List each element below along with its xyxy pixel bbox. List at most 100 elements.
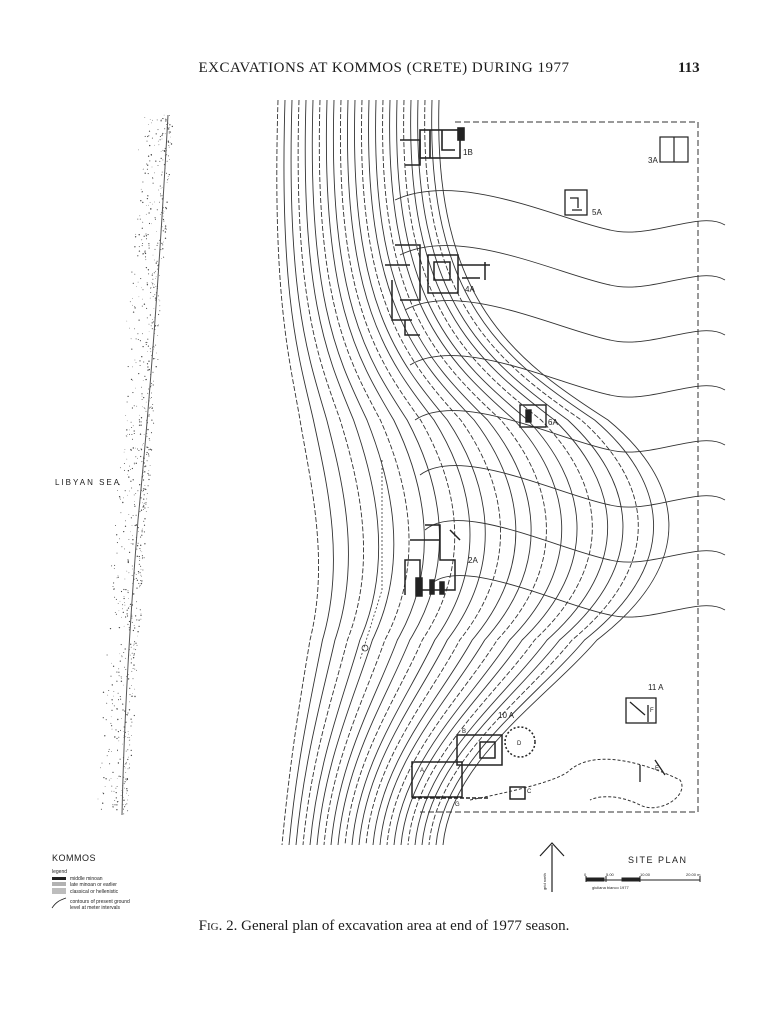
- stipple-dot: [145, 266, 148, 269]
- stipple-dot: [128, 598, 129, 600]
- stipple-dot: [112, 806, 114, 808]
- stipple-dot: [157, 335, 159, 336]
- stipple-dot: [147, 195, 149, 197]
- stipple-dot: [123, 597, 125, 600]
- stipple-dot: [111, 684, 113, 686]
- stipple-dot: [131, 438, 134, 440]
- stipple-dot: [150, 384, 152, 386]
- stipple-dot: [148, 323, 150, 325]
- stipple-dot: [155, 352, 157, 354]
- stipple-dot: [130, 421, 132, 423]
- stipple-dot: [157, 325, 159, 327]
- stipple-dot: [161, 242, 163, 245]
- stipple-dot: [138, 372, 140, 375]
- stipple-dot: [130, 517, 132, 519]
- stipple-dot: [131, 575, 133, 577]
- stipple-dot: [163, 241, 164, 243]
- stipple-dot: [134, 273, 136, 275]
- stipple-dot: [139, 433, 142, 435]
- stipple-dot: [142, 489, 144, 491]
- stipple-dot: [127, 607, 130, 609]
- stipple-dot: [139, 511, 141, 513]
- stipple-dot: [131, 652, 133, 654]
- stipple-dot: [121, 546, 123, 548]
- stipple-dot: [156, 209, 158, 211]
- stipple-dot: [132, 392, 134, 394]
- stipple-dot: [148, 135, 150, 137]
- stipple-dot: [126, 570, 128, 572]
- stipple-dot: [155, 133, 157, 135]
- area-label: 6A: [548, 418, 558, 427]
- stipple-dot: [102, 717, 104, 719]
- stipple-dot: [147, 485, 149, 487]
- stipple-dot: [141, 575, 142, 577]
- contour-line: [410, 99, 609, 846]
- contour-line: [290, 99, 349, 846]
- stipple-dot: [152, 410, 154, 412]
- stipple-dot: [135, 524, 138, 526]
- stipple-dot: [116, 542, 118, 544]
- stipple-dot: [151, 382, 153, 384]
- stipple-dot: [119, 696, 121, 698]
- stipple-dot: [149, 119, 151, 121]
- stipple-dot: [149, 448, 151, 450]
- stipple-dot: [141, 333, 143, 335]
- stipple-dot: [126, 779, 128, 781]
- running-header-title: EXCAVATIONS AT KOMMOS (CRETE) DURING 197…: [198, 60, 570, 76]
- stipple-dot: [158, 201, 160, 203]
- stipple-dot: [162, 117, 163, 119]
- stipple-dot: [140, 455, 142, 458]
- stipple-dot: [130, 754, 133, 757]
- stipple-dot: [145, 238, 148, 240]
- stipple-dot: [147, 506, 149, 508]
- stipple-dot: [164, 237, 167, 239]
- stipple-dot: [146, 317, 148, 319]
- stipple-dot: [122, 804, 124, 805]
- stipple-dot: [148, 243, 150, 245]
- stipple-dot: [134, 578, 135, 580]
- stipple-dot: [141, 534, 143, 536]
- stipple-dot: [133, 432, 135, 435]
- stipple-dot: [133, 494, 135, 496]
- figure-number: Fig. 2.: [198, 918, 238, 934]
- stipple-dot: [127, 768, 129, 770]
- stipple-dot: [143, 235, 145, 237]
- stipple-dot: [159, 195, 161, 197]
- stipple-dot: [145, 343, 147, 346]
- stipple-dot: [126, 792, 128, 794]
- stipple-dot: [152, 404, 154, 405]
- stipple-dot: [139, 360, 141, 362]
- stipple-dot: [140, 613, 142, 615]
- stipple-dot: [165, 119, 167, 121]
- stipple-dot: [132, 543, 134, 545]
- stipple-dot: [116, 804, 118, 806]
- stipple-dot: [146, 307, 148, 309]
- stipple-dot: [123, 651, 125, 654]
- stipple-dot: [111, 728, 113, 730]
- stipple-dot: [168, 174, 170, 176]
- stipple-dot: [128, 674, 130, 676]
- stipple-dot: [159, 139, 161, 141]
- contour-line: [332, 99, 440, 846]
- stipple-dot: [150, 398, 151, 399]
- stipple-dot: [136, 548, 138, 550]
- stipple-dot: [167, 179, 169, 181]
- stipple-dot: [142, 528, 143, 530]
- stipple-dot: [138, 449, 140, 452]
- stipple-dot: [138, 414, 140, 416]
- stipple-dot: [133, 668, 135, 669]
- stipple-dot: [140, 544, 142, 546]
- stipple-dot: [155, 286, 156, 287]
- stipple-dot: [154, 172, 156, 174]
- stipple-dot: [117, 490, 118, 491]
- stipple-dot: [147, 366, 149, 368]
- stipple-dot: [145, 258, 147, 260]
- stipple-dot: [143, 443, 144, 444]
- stipple-dot: [129, 701, 131, 703]
- stipple-dot: [124, 449, 126, 450]
- stipple-dot: [115, 792, 117, 794]
- stipple-dot: [134, 524, 136, 527]
- stipple-dot: [160, 188, 162, 189]
- stipple-dot: [135, 462, 137, 464]
